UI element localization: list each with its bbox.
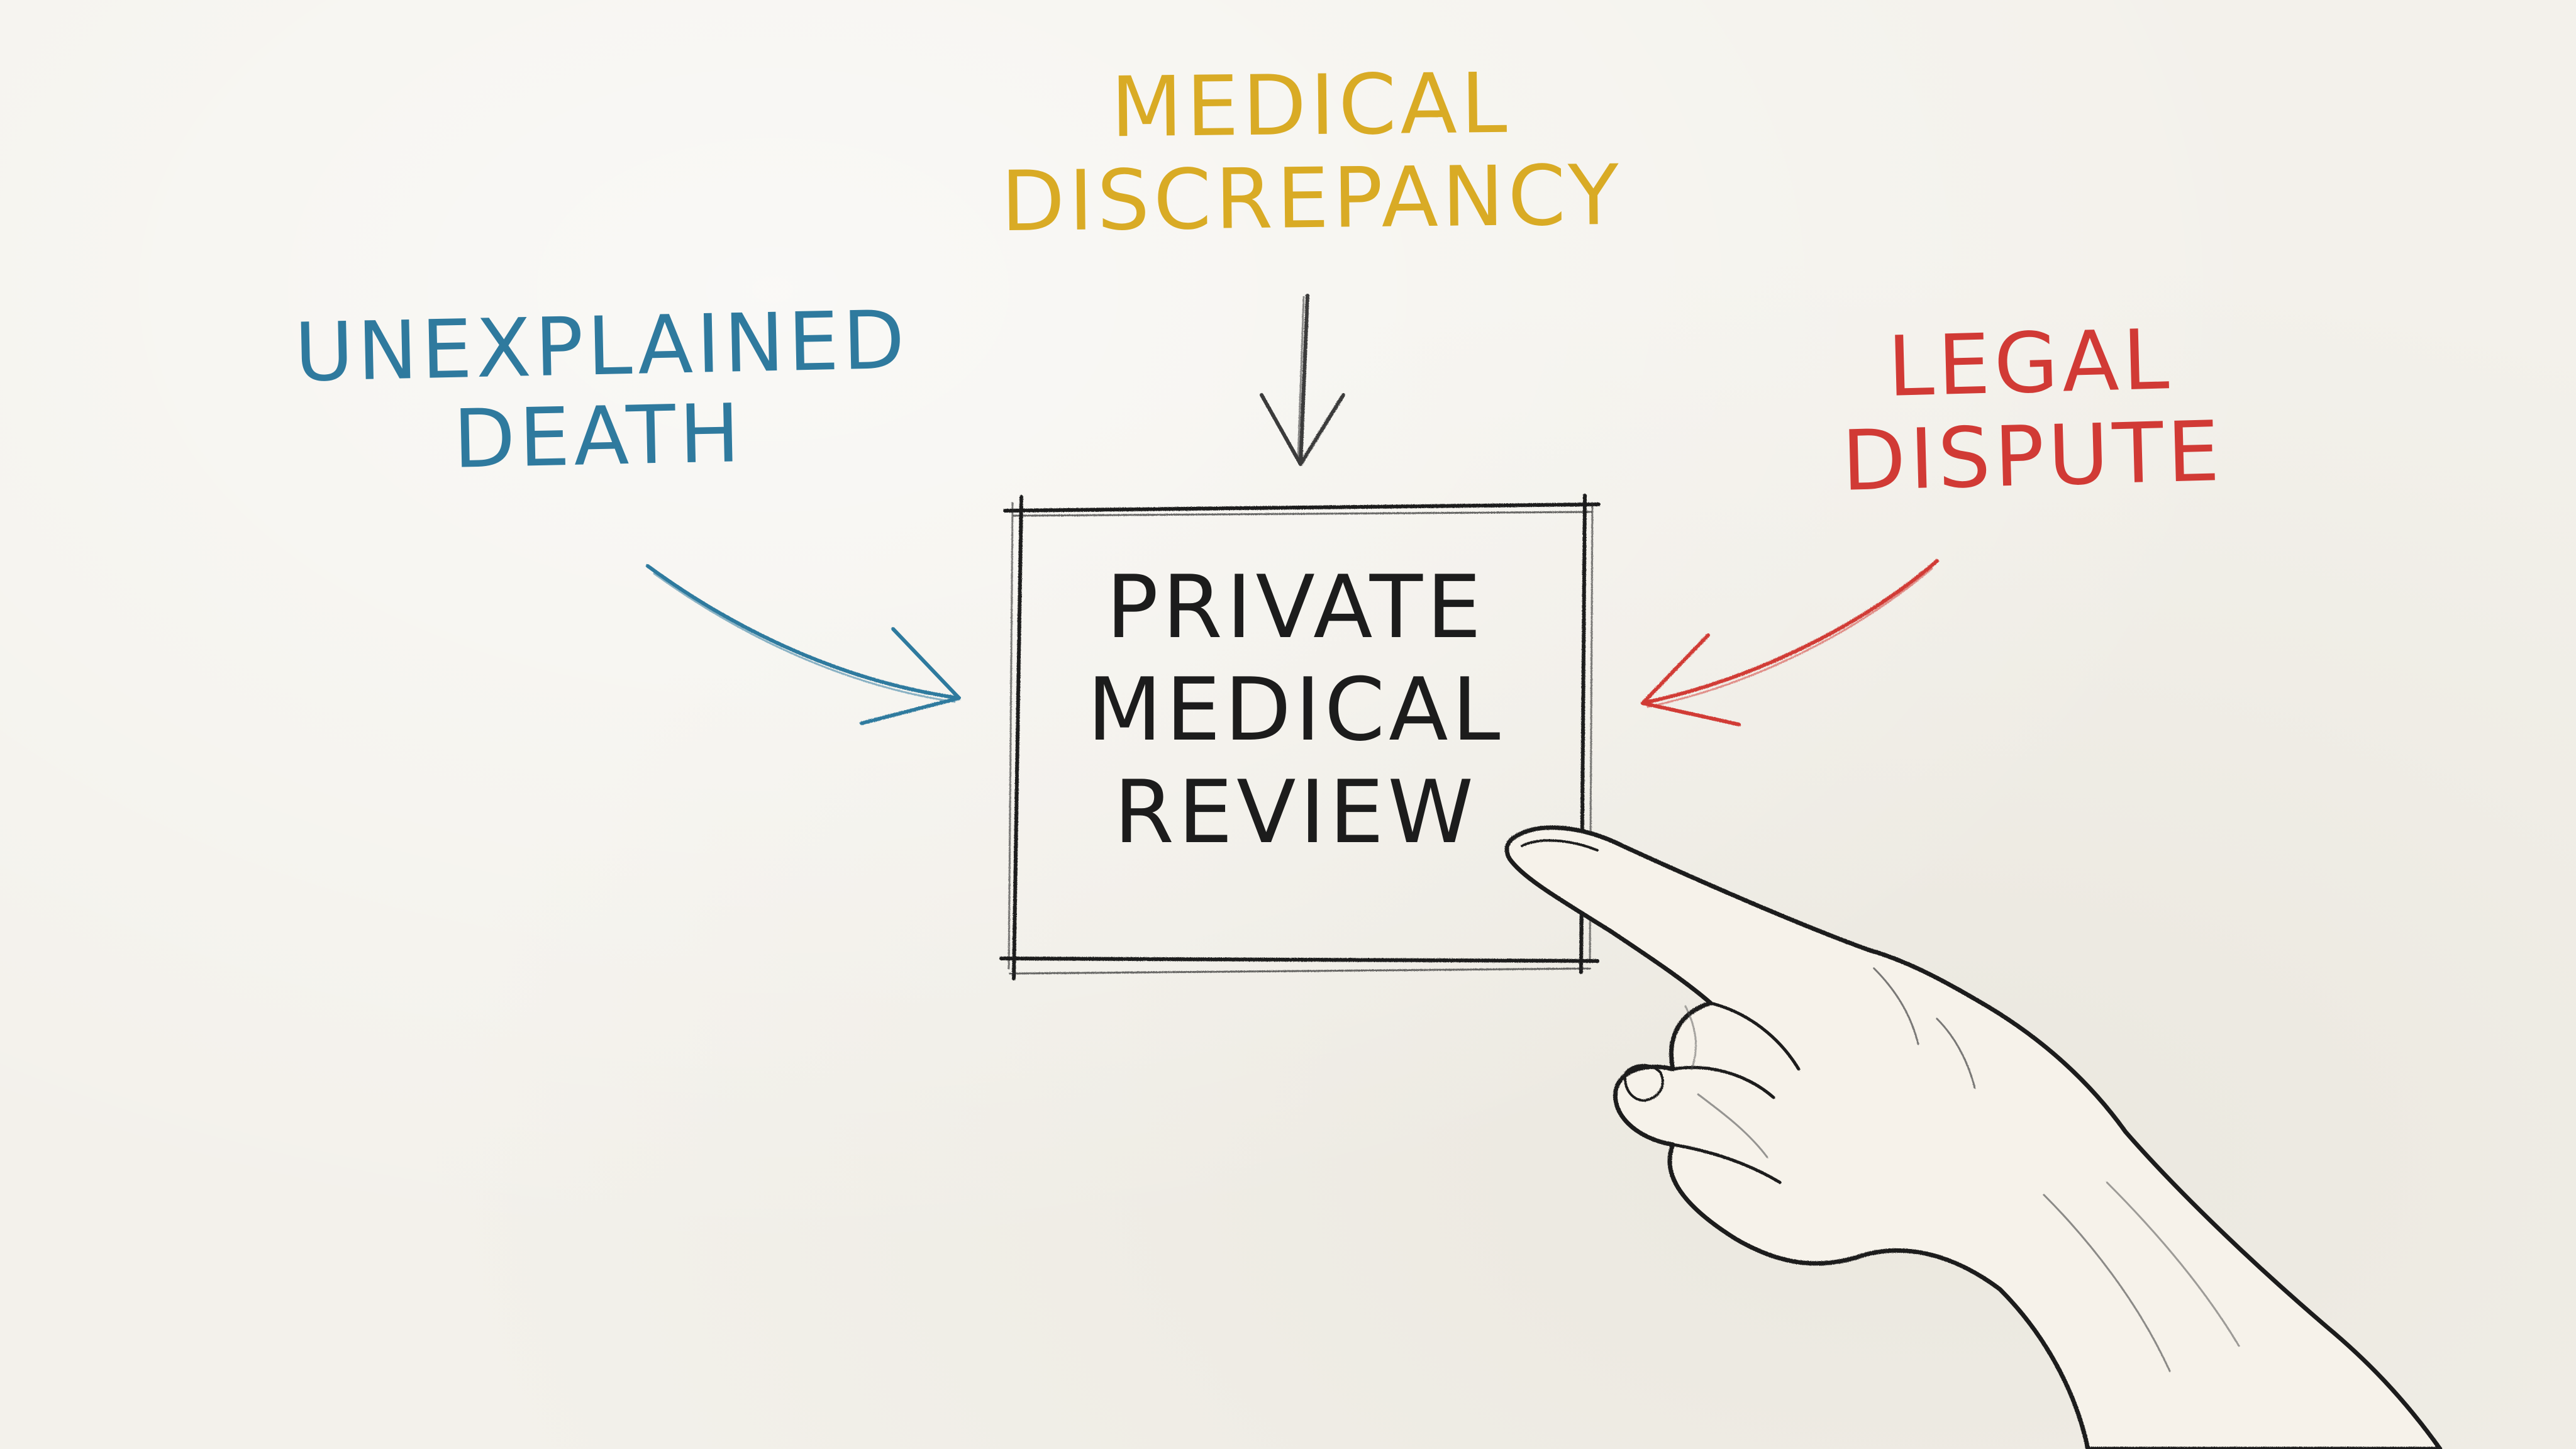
arrow-top (1260, 294, 1345, 466)
arrow-left (646, 564, 961, 725)
label-line: MEDICAL (1087, 658, 1504, 760)
label-line: DISCREPANCY (1000, 147, 1623, 250)
label-line: REVIEW (1114, 761, 1477, 863)
review-box (999, 494, 1601, 980)
label-line: DISPUTE (1840, 402, 2225, 510)
pointing-hand-icon (1504, 825, 2443, 1449)
label-medical-discrepancy: MEDICAL DISCREPANCY (980, 55, 1642, 250)
label-line: UNEXPLAINED (294, 293, 909, 401)
label-line: PRIVATE (1106, 557, 1485, 658)
label-legal-dispute: LEGAL DISPUTE (1809, 311, 2253, 510)
arrow-right (1641, 559, 1939, 726)
label-private-medical-review: PRIVATE MEDICAL REVIEW (1031, 557, 1560, 863)
label-line: MEDICAL (1110, 55, 1511, 157)
label-line: DEATH (452, 387, 745, 487)
label-unexplained-death: UNEXPLAINED DEATH (294, 293, 909, 489)
label-line: LEGAL (1886, 311, 2174, 416)
